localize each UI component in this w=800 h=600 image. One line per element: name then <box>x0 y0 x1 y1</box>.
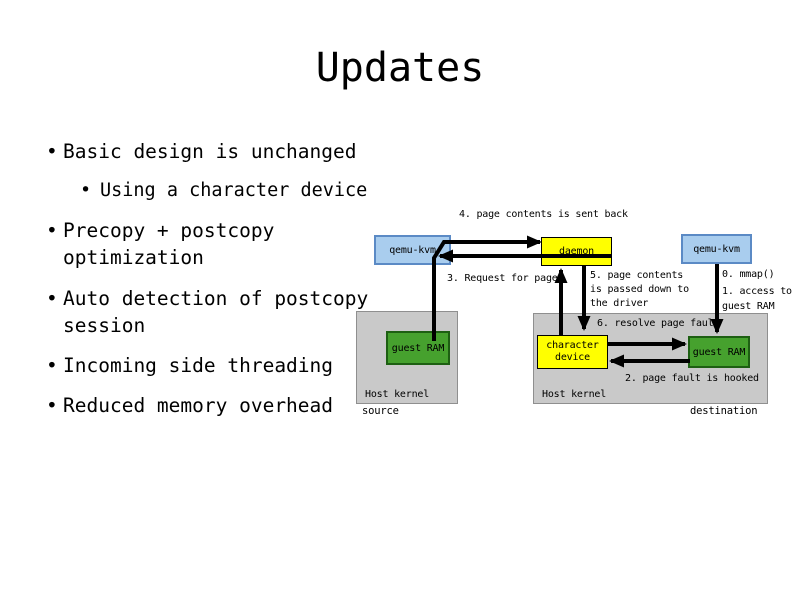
bullet-dot: • <box>46 140 58 163</box>
daemon-box: daemon <box>541 237 612 266</box>
label-destination-caption: destination <box>690 405 758 417</box>
bullet-text: Auto detection of postcopy session <box>63 287 369 337</box>
label-step0: 0. mmap() <box>722 269 775 280</box>
bullet-item: • Precopy + postcopy optimization <box>46 217 274 271</box>
guest-ram-source-box: guest RAM <box>386 331 450 365</box>
host-kernel-source-label: Host kernel <box>365 389 430 400</box>
host-kernel-destination-label: Host kernel <box>542 389 607 400</box>
bullet-item-sub: • Using a character device <box>80 178 367 204</box>
bullet-dot: • <box>46 394 58 417</box>
bullet-text: Incoming side threading <box>63 354 334 377</box>
bullet-item: • Auto detection of postcopy session <box>46 285 368 339</box>
label-source-caption: source <box>362 405 399 417</box>
character-device-box: character device <box>537 335 608 369</box>
bullet-item: • Incoming side threading <box>46 352 333 379</box>
slide-title: Updates <box>315 45 485 91</box>
bullet-item: • Reduced memory overhead <box>46 392 333 419</box>
label-step2: 2. page fault is hooked <box>625 373 759 384</box>
bullet-dot: • <box>46 287 58 310</box>
bullet-text: Precopy + postcopy optimization <box>63 219 275 269</box>
label-step5: 5. page contents is passed down to the d… <box>590 270 689 309</box>
bullet-dot: • <box>80 180 92 201</box>
qemu-kvm-source-box: qemu-kvm <box>374 235 451 265</box>
bullet-item: • Basic design is unchanged <box>46 138 357 165</box>
label-step1: 1. access to guest RAM <box>722 286 792 312</box>
label-step3: 3. Request for page <box>447 273 558 284</box>
label-step6: 6. resolve page fault <box>597 318 720 329</box>
label-step4: 4. page contents is sent back <box>459 209 628 220</box>
guest-ram-destination-box: guest RAM <box>688 336 750 368</box>
bullet-text: Using a character device <box>100 180 368 201</box>
bullet-dot: • <box>46 219 58 242</box>
bullet-text: Basic design is unchanged <box>63 140 357 163</box>
bullet-dot: • <box>46 354 58 377</box>
bullet-text: Reduced memory overhead <box>63 394 334 417</box>
qemu-kvm-destination-box: qemu-kvm <box>681 234 752 264</box>
